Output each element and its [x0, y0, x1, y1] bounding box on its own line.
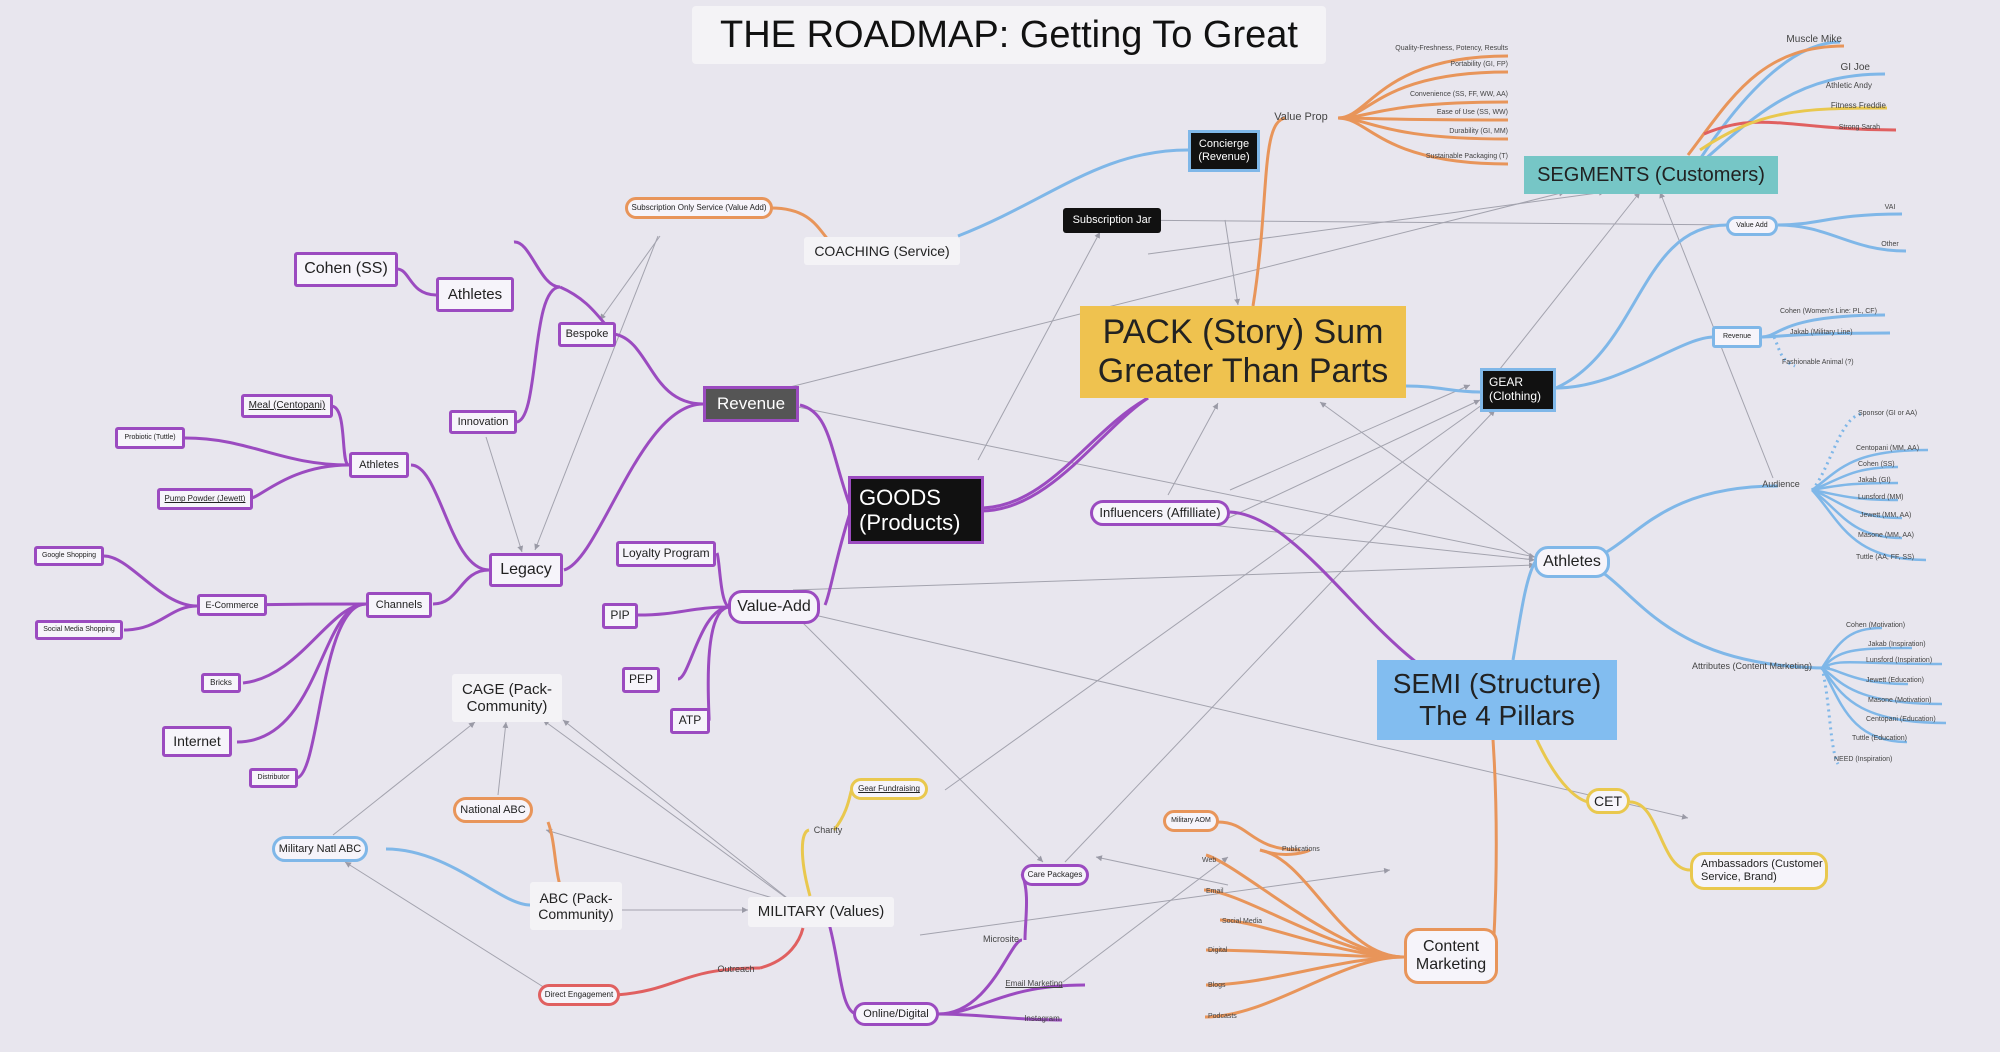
- ambassadors-node[interactable]: Ambassadors (Customer Service, Brand): [1690, 852, 1828, 890]
- audience-item: Masone (MM, AA): [1858, 531, 1915, 539]
- online-digital-node[interactable]: Online/Digital: [853, 1002, 939, 1026]
- cet-node[interactable]: CET: [1586, 788, 1630, 814]
- value-add-node[interactable]: Value-Add: [728, 590, 820, 624]
- audience-label: Audience: [1762, 478, 1800, 489]
- revenue-item: Fashionable Animal (?): [1782, 358, 1854, 366]
- audience-item: Lunsford (MM): [1858, 493, 1904, 501]
- value-prop-item: Quality-Freshness, Potency, Results: [1395, 44, 1508, 52]
- cage-node[interactable]: CAGE (Pack- Community): [452, 674, 562, 722]
- content-item: Publications: [1282, 845, 1320, 853]
- audience-item: Jewett (MM, AA): [1860, 511, 1912, 519]
- audience-item: Cohen (SS): [1858, 460, 1895, 468]
- athletes-node-bespoke[interactable]: Athletes: [436, 277, 514, 312]
- segment-item: Strong Sarah: [1838, 123, 1880, 131]
- ecommerce-node[interactable]: E-Commerce: [197, 594, 267, 616]
- content-item: Blogs: [1208, 981, 1226, 989]
- attribute-item: Jakab (Inspiration): [1868, 640, 1926, 648]
- direct-engagement-node[interactable]: Direct Engagement: [538, 984, 620, 1006]
- instagram-label: Instagram: [1024, 1014, 1060, 1024]
- concierge-node[interactable]: Concierge (Revenue): [1188, 130, 1260, 172]
- attribute-item: Tuttle (Education): [1852, 734, 1907, 742]
- page-title: THE ROADMAP: Getting To Great: [692, 6, 1326, 64]
- distributor-node[interactable]: Distributor: [249, 768, 298, 788]
- revenue-gear-node[interactable]: Revenue: [1712, 326, 1762, 348]
- pip-node[interactable]: PIP: [602, 603, 638, 629]
- email-marketing-label: Email Marketing: [1005, 979, 1063, 989]
- value-prop-item: Ease of Use (SS, WW): [1436, 108, 1508, 116]
- outreach-label: Outreach: [717, 963, 755, 974]
- coaching-node[interactable]: COACHING (Service): [804, 237, 960, 265]
- content-item: Social Media: [1222, 917, 1263, 925]
- audience-item: Tuttle (AA, FF, SS): [1856, 553, 1915, 561]
- revenue-node[interactable]: Revenue: [703, 386, 799, 422]
- attributes-label: Attributes (Content Marketing): [1691, 660, 1813, 671]
- loyalty-program-node[interactable]: Loyalty Program: [616, 541, 716, 567]
- microsite-label: Microsite: [982, 933, 1019, 944]
- value-add-item: VAI: [1884, 203, 1896, 211]
- subscription-jar-node[interactable]: Subscription Jar: [1063, 208, 1161, 233]
- influencers-node[interactable]: Influencers (Affilliate): [1090, 500, 1230, 526]
- gear-fundraising-node[interactable]: Gear Fundraising: [850, 778, 928, 800]
- military-aom-node[interactable]: Military AOM: [1163, 810, 1219, 832]
- probiotic-node[interactable]: Probiotic (Tuttle): [115, 427, 185, 449]
- bespoke-node[interactable]: Bespoke: [558, 322, 616, 347]
- value-prop-item: Convenience (SS, FF, WW, AA): [1409, 90, 1508, 98]
- segment-item: Athletic Andy: [1825, 81, 1872, 91]
- bricks-node[interactable]: Bricks: [201, 673, 241, 693]
- audience-item: Jakab (GI): [1858, 476, 1891, 484]
- subscription-only-node[interactable]: Subscription Only Service (Value Add): [625, 197, 773, 219]
- value-prop-item: Sustainable Packaging (T): [1425, 152, 1508, 160]
- pack-central-node[interactable]: PACK (Story) Sum Greater Than Parts: [1080, 306, 1406, 398]
- segment-item: Fitness Freddie: [1830, 101, 1886, 111]
- athletes-main-node[interactable]: Athletes: [1534, 546, 1610, 578]
- athletes-node-legacy[interactable]: Athletes: [349, 452, 409, 478]
- segment-item: GI Joe: [1840, 62, 1870, 74]
- channels-node[interactable]: Channels: [366, 592, 432, 618]
- abc-node[interactable]: ABC (Pack- Community): [530, 882, 622, 930]
- goods-node[interactable]: GOODS (Products): [848, 476, 984, 544]
- value-add-item: Other: [1881, 240, 1899, 248]
- segment-item: Muscle Mike: [1786, 34, 1842, 46]
- value-prop-label: Value Prop: [1274, 110, 1328, 123]
- content-item: Email: [1206, 887, 1224, 895]
- revenue-item: Jakab (Military Line): [1790, 328, 1853, 336]
- attribute-item: NEED (Inspiration): [1834, 755, 1893, 763]
- audience-item: Sponsor (GI or AA): [1858, 409, 1918, 417]
- cohen-ss-node[interactable]: Cohen (SS): [294, 252, 398, 287]
- military-natl-abc-node[interactable]: Military Natl ABC: [272, 836, 368, 862]
- attribute-item: Jewett (Education): [1866, 676, 1924, 684]
- pump-powder-node[interactable]: Pump Powder (Jewett): [157, 488, 253, 510]
- care-packages-node[interactable]: Care Packages: [1021, 864, 1089, 886]
- atp-node[interactable]: ATP: [670, 708, 710, 734]
- content-item: Podcasts: [1208, 1012, 1237, 1020]
- military-node[interactable]: MILITARY (Values): [748, 897, 894, 927]
- google-shopping-node[interactable]: Google Shopping: [34, 546, 104, 566]
- value-prop-item: Durability (GI, MM): [1449, 127, 1508, 135]
- attribute-item: Lunsford (Inspiration): [1866, 656, 1933, 664]
- innovation-node[interactable]: Innovation: [449, 410, 517, 434]
- attribute-item: Masone (Motivation): [1868, 696, 1932, 704]
- value-add-gear-node[interactable]: Value Add: [1726, 216, 1778, 236]
- content-item: Web: [1202, 856, 1217, 864]
- attribute-item: Centopani (Education): [1866, 715, 1936, 723]
- semi-node[interactable]: SEMI (Structure) The 4 Pillars: [1377, 660, 1617, 740]
- social-media-shopping-node[interactable]: Social Media Shopping: [35, 620, 123, 640]
- pep-node[interactable]: PEP: [622, 667, 660, 693]
- revenue-item: Cohen (Women's Line: PL, CF): [1780, 307, 1877, 315]
- national-abc-node[interactable]: National ABC: [453, 797, 533, 823]
- audience-item: Centopani (MM, AA): [1856, 444, 1920, 452]
- segments-node[interactable]: SEGMENTS (Customers): [1524, 156, 1778, 194]
- content-marketing-node[interactable]: Content Marketing: [1404, 928, 1498, 984]
- legacy-node[interactable]: Legacy: [489, 553, 563, 587]
- charity-label: Charity: [813, 824, 843, 835]
- internet-node[interactable]: Internet: [162, 726, 232, 757]
- content-item: Digital: [1208, 946, 1228, 954]
- value-prop-item: Portability (GI, FP): [1450, 60, 1508, 68]
- meal-node[interactable]: Meal (Centopani): [241, 394, 333, 418]
- gear-node[interactable]: GEAR (Clothing): [1480, 368, 1556, 412]
- attribute-item: Cohen (Motivation): [1846, 621, 1906, 629]
